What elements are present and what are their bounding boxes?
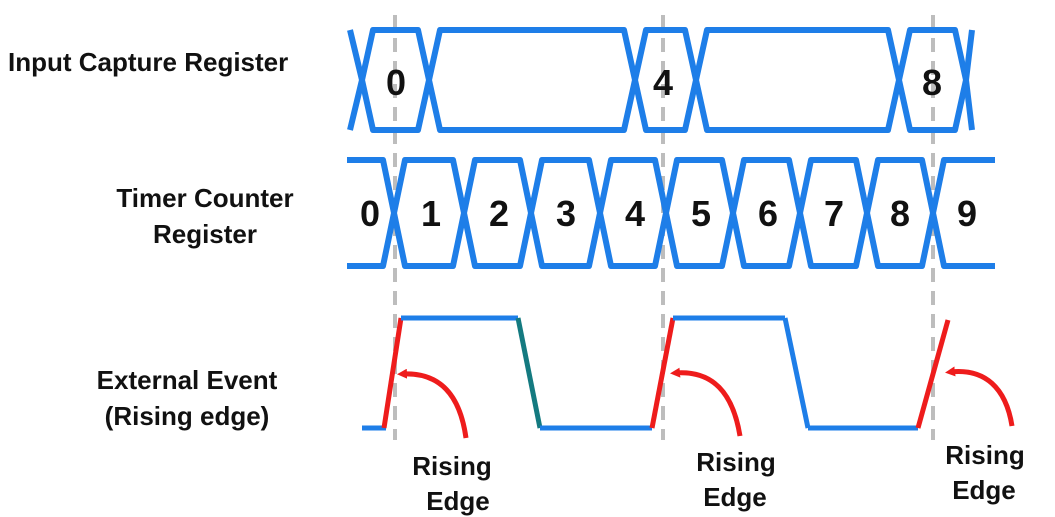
rising-edge-arrow <box>397 368 469 439</box>
rising-edge-label: Rising <box>412 451 491 481</box>
rising-edge-label: Edge <box>952 475 1016 505</box>
icr-bus-segment <box>426 27 638 133</box>
icr-value: 8 <box>922 62 942 103</box>
external-event-label-line2: (Rising edge) <box>104 401 270 431</box>
icr-bus-segment <box>693 27 902 133</box>
rising-edge-labels: Rising Edge Rising Edge Rising Edge <box>412 440 1024 516</box>
rising-edge-label: Rising <box>696 447 775 477</box>
input-capture-bus <box>347 27 975 133</box>
tcr-value: 2 <box>489 193 509 234</box>
tcr-value: 0 <box>360 193 380 234</box>
icr-bus-end <box>963 29 975 131</box>
tcr-value: 8 <box>890 193 910 234</box>
timer-counter-bus <box>347 157 995 269</box>
tcr-value: 4 <box>625 193 645 234</box>
rising-edge-label: Edge <box>426 486 490 516</box>
falling-edge <box>782 317 811 429</box>
rising-edge <box>915 319 951 429</box>
rising-edge-arrows <box>397 366 1015 439</box>
tcr-value: 6 <box>758 193 778 234</box>
rising-edge-label: Rising <box>945 440 1024 470</box>
timer-counter-register-label: Timer Counter Register <box>100 180 310 252</box>
rising-edge-arrow <box>670 367 743 437</box>
rising-edge-label: Edge <box>703 482 767 512</box>
rising-edge <box>649 317 676 429</box>
rising-edge-arrow <box>945 366 1015 427</box>
falling-edge <box>515 317 543 429</box>
tcr-value: 7 <box>824 193 844 234</box>
icr-value: 0 <box>386 62 406 103</box>
tcr-bus-segment <box>930 157 995 269</box>
external-event-waveform <box>362 315 951 431</box>
icr-value: 4 <box>653 62 673 103</box>
external-event-label-line1: External Event <box>96 365 278 395</box>
rising-edge <box>381 317 404 429</box>
input-capture-register-label: Input Capture Register <box>8 47 289 77</box>
tcr-value: 1 <box>421 193 441 234</box>
input-capture-values: 0 4 8 <box>386 62 942 103</box>
timer-counter-label-line1: Timer Counter <box>116 183 294 213</box>
tcr-value: 5 <box>691 193 711 234</box>
timer-counter-label-line2: Register <box>152 219 258 249</box>
tcr-value: 9 <box>957 193 977 234</box>
tcr-value: 3 <box>556 193 576 234</box>
external-event-label: External Event (Rising edge) <box>82 362 292 434</box>
